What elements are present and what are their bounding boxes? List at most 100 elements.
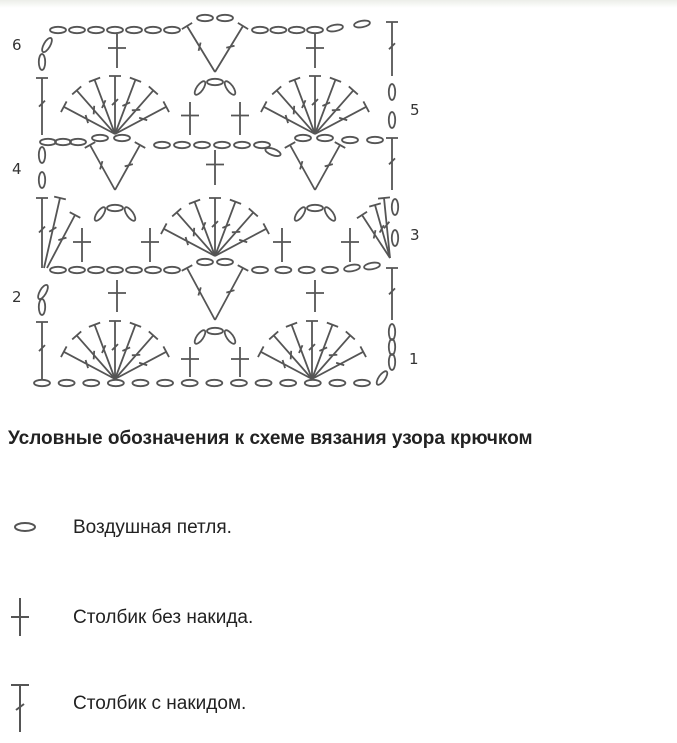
double-crochet [36, 321, 48, 380]
single-crochet [73, 228, 91, 262]
chain-stitch [54, 137, 72, 147]
chain-stitch [297, 265, 316, 275]
chain-stitch [106, 378, 125, 388]
chain-stitch [233, 140, 251, 150]
chain-stitch [274, 265, 293, 275]
double-crochet [314, 76, 342, 135]
double-crochet [60, 346, 116, 380]
single-crochet-icon [11, 598, 29, 636]
single-crochet [181, 347, 199, 377]
chain-stitch [269, 25, 288, 35]
double-crochet [214, 223, 270, 257]
double-crochet [288, 76, 316, 135]
chain-stitch [193, 140, 211, 150]
single-crochet [141, 228, 159, 262]
chain-stitch [387, 338, 397, 356]
crochet-chart: 1 2 3 4 5 6 [12, 13, 420, 388]
double-crochet [71, 85, 116, 135]
single-crochet [306, 34, 324, 68]
row-label-3: 3 [410, 226, 420, 244]
double-crochet [114, 76, 142, 135]
chain-stitch [279, 378, 298, 388]
double-crochet [214, 22, 249, 73]
legend-label: Столбик с накидом. [73, 693, 247, 714]
double-crochet [284, 141, 316, 191]
chain-stitch [106, 203, 124, 213]
double-crochet [214, 198, 242, 257]
chain-stitch [294, 133, 312, 143]
chain-stitch [213, 140, 231, 150]
chain-stitch [196, 257, 214, 267]
chain-stitch [230, 378, 248, 388]
single-crochet [231, 347, 249, 377]
chain-stitch [353, 378, 371, 388]
chain-stitch [264, 147, 282, 157]
double-crochet [314, 101, 370, 135]
double-crochet [46, 211, 81, 269]
single-crochet [206, 150, 224, 185]
double-crochet [268, 330, 313, 380]
chain-stitch [293, 206, 307, 222]
chain-stitch [49, 25, 67, 35]
chain-stitch [37, 171, 47, 189]
chain-stitch [180, 378, 199, 388]
chain-stitch [341, 135, 359, 145]
chain-stitch [82, 378, 101, 388]
double-crochet-icon [11, 684, 29, 732]
chain-stitch [37, 283, 49, 301]
chain-stitch [87, 25, 105, 35]
double-crochet [88, 321, 116, 380]
double-crochet [386, 137, 398, 190]
row-label-4: 4 [12, 160, 22, 178]
double-crochet [114, 141, 146, 191]
chain-stitch [144, 265, 162, 275]
double-crochet [114, 330, 159, 380]
chain-stitch [37, 146, 47, 164]
chain-stitch [387, 83, 397, 101]
double-crochet [260, 101, 316, 135]
chain-stitch [93, 206, 107, 222]
chain-stitch [328, 378, 347, 388]
chain-stitch [144, 25, 162, 35]
chain-stitch [173, 140, 191, 150]
chain-stitch [163, 25, 181, 35]
chain-stitch [287, 25, 306, 35]
double-crochet [209, 197, 221, 256]
double-crochet [306, 320, 318, 379]
double-crochet [171, 207, 216, 257]
chain-stitch [39, 137, 57, 147]
chain-stitch [156, 378, 174, 388]
double-crochet [114, 101, 170, 135]
chain-stitch [363, 261, 381, 271]
chain-stitch [303, 378, 322, 388]
single-crochet [231, 102, 249, 135]
chain-stitch [254, 378, 273, 388]
double-crochet [356, 210, 391, 259]
chain-stitch [106, 25, 124, 35]
double-crochet [181, 22, 216, 73]
chain-stitch [57, 378, 76, 388]
chain-stitch [366, 135, 384, 145]
legend-label: Воздушная петля. [73, 517, 232, 538]
chain-stitch [306, 203, 324, 213]
chain-stitch [196, 13, 214, 23]
double-crochet [36, 77, 48, 135]
chain-stitch [49, 265, 67, 275]
double-crochet [36, 197, 48, 268]
single-crochet [273, 228, 291, 262]
chain-stitch [206, 326, 224, 336]
chain-stitch [69, 137, 87, 147]
chain-stitch [390, 198, 400, 216]
double-crochet [386, 267, 398, 320]
row-label-1: 1 [409, 350, 419, 368]
chain-stitch [316, 133, 334, 143]
double-crochet [88, 76, 116, 135]
legend-heading: Условные обозначения к схеме вязания узо… [8, 428, 533, 449]
chain-stitch [193, 329, 207, 345]
chain-stitch [387, 353, 397, 371]
chain-stitch-icon [14, 522, 36, 532]
chain-stitch [125, 265, 143, 275]
double-crochet [285, 321, 313, 380]
chain-stitch [206, 77, 224, 87]
chain-stitch [216, 13, 234, 23]
